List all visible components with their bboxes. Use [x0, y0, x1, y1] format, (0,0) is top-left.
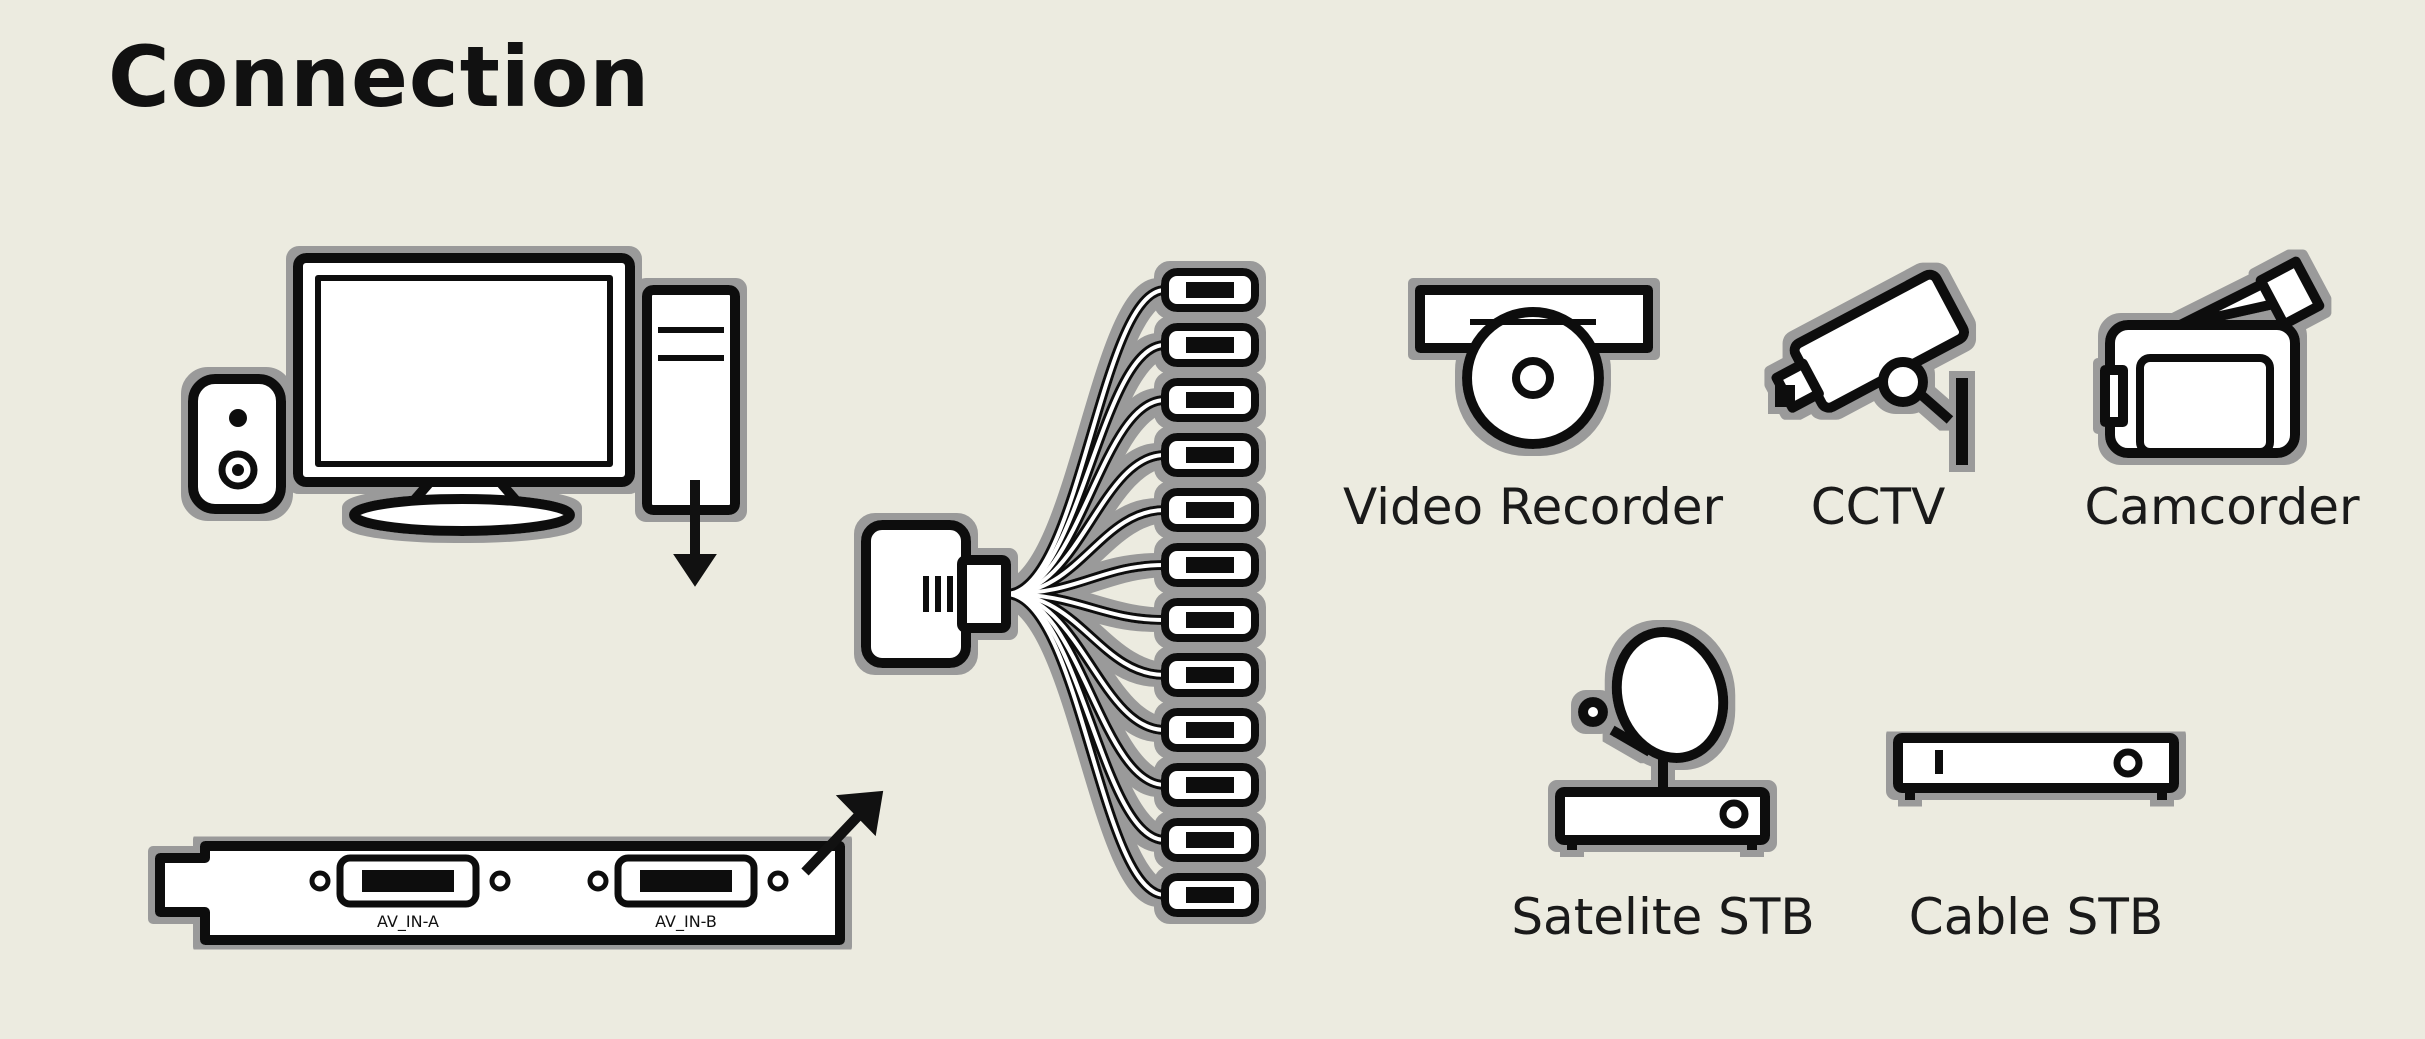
down-arrow-icon [673, 480, 717, 587]
cable-wire [1005, 508, 1166, 596]
port-b-label: AV_IN-B [655, 912, 717, 932]
rca-plug-tip [1186, 282, 1234, 298]
rca-plug-tip [1186, 337, 1234, 353]
cable-wire [1005, 453, 1166, 596]
rca-plug-tip [1186, 777, 1234, 793]
page-title: Connection [108, 28, 651, 126]
cable-stb-label: Cable STB [1908, 888, 2164, 946]
video-recorder-label: Video Recorder [1342, 478, 1724, 536]
up-right-arrow-icon [801, 790, 884, 876]
rca-plug-tip [1186, 722, 1234, 738]
capture-card-icon [155, 841, 845, 945]
cable-wire [1005, 589, 1166, 900]
port-a-label: AV_IN-A [377, 912, 439, 932]
satelite-stb-label: Satelite STB [1511, 888, 1815, 946]
cable-wire [1005, 563, 1166, 596]
cable-wire [1005, 343, 1166, 596]
rca-plug-tip [1186, 502, 1234, 518]
rca-plug-tip [1186, 667, 1234, 683]
rca-plug-tip [1186, 832, 1234, 848]
rca-plug-tip [1186, 887, 1234, 903]
cctv-icon [1771, 269, 1970, 465]
cable-stb-icon [1893, 733, 2179, 800]
camcorder-label: Camcorder [2084, 478, 2360, 536]
breakout-cable-icon [861, 268, 1259, 917]
pc-icon [188, 253, 740, 536]
cable-wire [1005, 398, 1166, 596]
video-recorder-icon [1415, 285, 1653, 449]
cctv-label: CCTV [1810, 478, 1946, 536]
rca-plug-tip [1186, 447, 1234, 463]
cable-wire [1005, 592, 1166, 897]
camcorder-icon [2100, 256, 2325, 458]
rca-plug-tip [1186, 557, 1234, 573]
satellite-stb-icon [1555, 627, 1770, 850]
rca-plug-tip [1186, 612, 1234, 628]
rca-plug-tip [1186, 392, 1234, 408]
cable-wire [1005, 592, 1166, 622]
